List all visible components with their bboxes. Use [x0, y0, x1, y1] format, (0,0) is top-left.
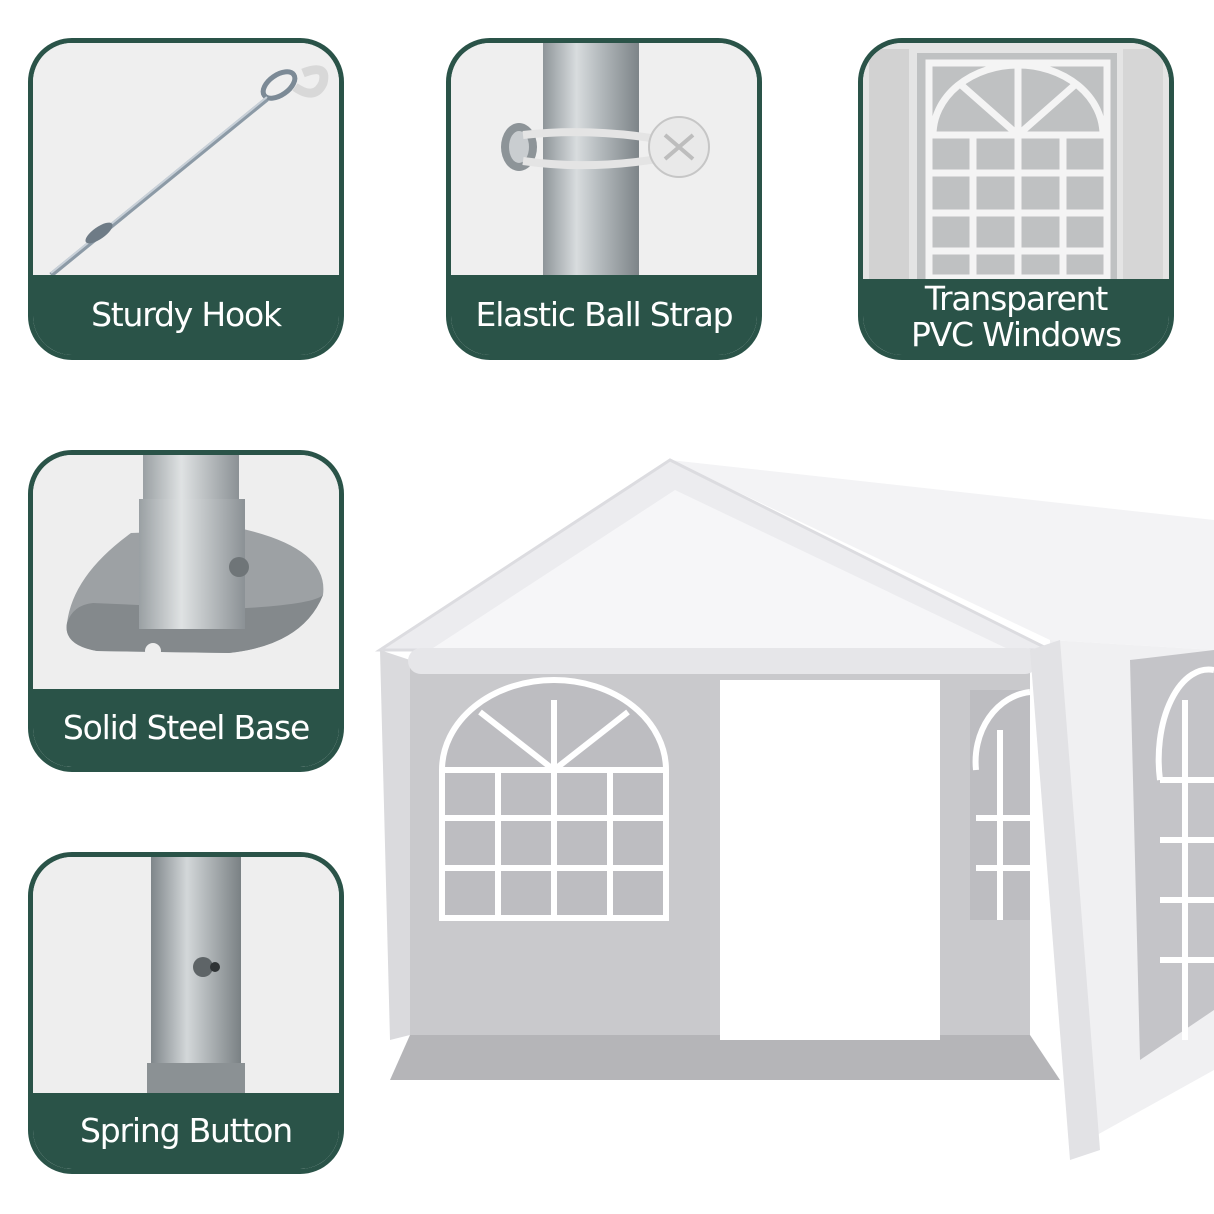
feature-label: Spring Button	[33, 1093, 339, 1169]
feature-label: Solid Steel Base	[33, 689, 339, 767]
feature-card-transparent-pvc-windows: Transparent PVC Windows	[858, 38, 1174, 360]
feature-label-text: Spring Button	[80, 1111, 293, 1151]
feature-label-text: Elastic Ball Strap	[475, 295, 734, 335]
steel-base-plate-icon	[33, 455, 339, 693]
feature-card-sturdy-hook: Sturdy Hook	[28, 38, 344, 360]
feature-card-spring-button: Spring Button	[28, 852, 344, 1174]
feature-label-text: Solid Steel Base	[62, 708, 310, 748]
pvc-window-icon	[863, 43, 1169, 283]
ground-stake-hook-icon	[33, 43, 339, 279]
feature-label: Elastic Ball Strap	[451, 275, 757, 355]
feature-label: Sturdy Hook	[33, 275, 339, 355]
feature-card-elastic-ball-strap: Elastic Ball Strap	[446, 38, 762, 360]
tent-illustration	[370, 450, 1214, 1214]
feature-label-line: PVC Windows	[910, 315, 1122, 354]
elastic-ball-strap-icon	[451, 43, 757, 279]
feature-label: Transparent PVC Windows	[863, 279, 1169, 355]
feature-label-text: Transparent PVC Windows	[910, 279, 1122, 354]
feature-card-solid-steel-base: Solid Steel Base	[28, 450, 344, 772]
feature-label-line: Transparent	[924, 279, 1108, 319]
feature-label-text: Sturdy Hook	[91, 295, 282, 335]
spring-button-pole-icon	[33, 857, 339, 1097]
